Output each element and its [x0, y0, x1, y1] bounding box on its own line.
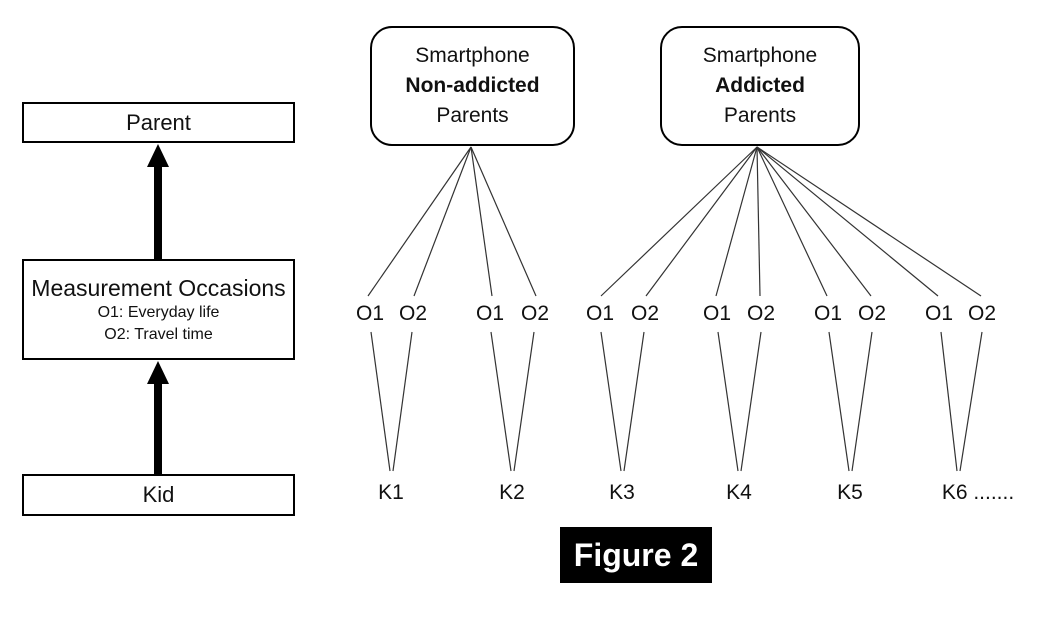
- occasion-label-k5-o1: O1: [811, 302, 845, 326]
- kid-box-label: Kid: [142, 482, 175, 507]
- fan-lines-addicted: [600, 146, 982, 297]
- group-box-nonaddicted-parents: Smartphone Non-addicted Parents: [370, 26, 575, 146]
- group2-line2: Addicted: [715, 74, 805, 97]
- occasion-label-k1-o2: O2: [396, 302, 430, 326]
- kid-box: Kid: [22, 474, 295, 516]
- occasion-label-k3-o1: O1: [583, 302, 617, 326]
- kid-label-k4: K4: [724, 481, 754, 505]
- kid-label-k3: K3: [607, 481, 637, 505]
- occasion-label-k6-o1: O1: [922, 302, 956, 326]
- fan-lines-nonaddicted: [367, 146, 537, 297]
- measurement-occasions-title: Measurement Occasions: [31, 274, 286, 301]
- group2-line1: Smartphone: [702, 44, 818, 67]
- group-box-addicted-parents: Smartphone Addicted Parents: [660, 26, 860, 146]
- up-arrow-measurement-to-parent: [147, 144, 169, 260]
- group1-line2: Non-addicted: [405, 74, 540, 97]
- measurement-item-o1: O1: Everyday life: [97, 303, 220, 321]
- up-arrow-kid-to-measurement: [147, 361, 169, 475]
- kid-label-k6: K6 .......: [939, 481, 1017, 505]
- group1-line1: Smartphone: [415, 44, 530, 67]
- occasion-label-k2-o2: O2: [518, 302, 552, 326]
- parent-box: Parent: [22, 102, 295, 143]
- occasion-label-k1-o1: O1: [353, 302, 387, 326]
- kid-label-k1: K1: [376, 481, 406, 505]
- occasion-label-k2-o1: O1: [473, 302, 507, 326]
- group1-line3: Parents: [436, 104, 509, 127]
- group2-line3: Parents: [723, 104, 797, 127]
- measurement-item-o2: O2: Travel time: [104, 325, 213, 343]
- figure-caption-text: Figure 2: [573, 536, 699, 573]
- occasion-label-k4-o2: O2: [744, 302, 778, 326]
- occasion-label-k6-o2: O2: [965, 302, 999, 326]
- parent-box-label: Parent: [126, 109, 191, 135]
- figure-caption: Figure 2: [560, 527, 712, 583]
- kid-label-k2: K2: [497, 481, 527, 505]
- occasion-label-k5-o2: O2: [855, 302, 889, 326]
- occasion-label-k4-o1: O1: [700, 302, 734, 326]
- occasion-label-k3-o2: O2: [628, 302, 662, 326]
- kid-label-k5: K5: [835, 481, 865, 505]
- measurement-occasions-box: Measurement Occasions O1: Everyday life …: [22, 259, 295, 360]
- occasion-kid-links: [370, 331, 983, 472]
